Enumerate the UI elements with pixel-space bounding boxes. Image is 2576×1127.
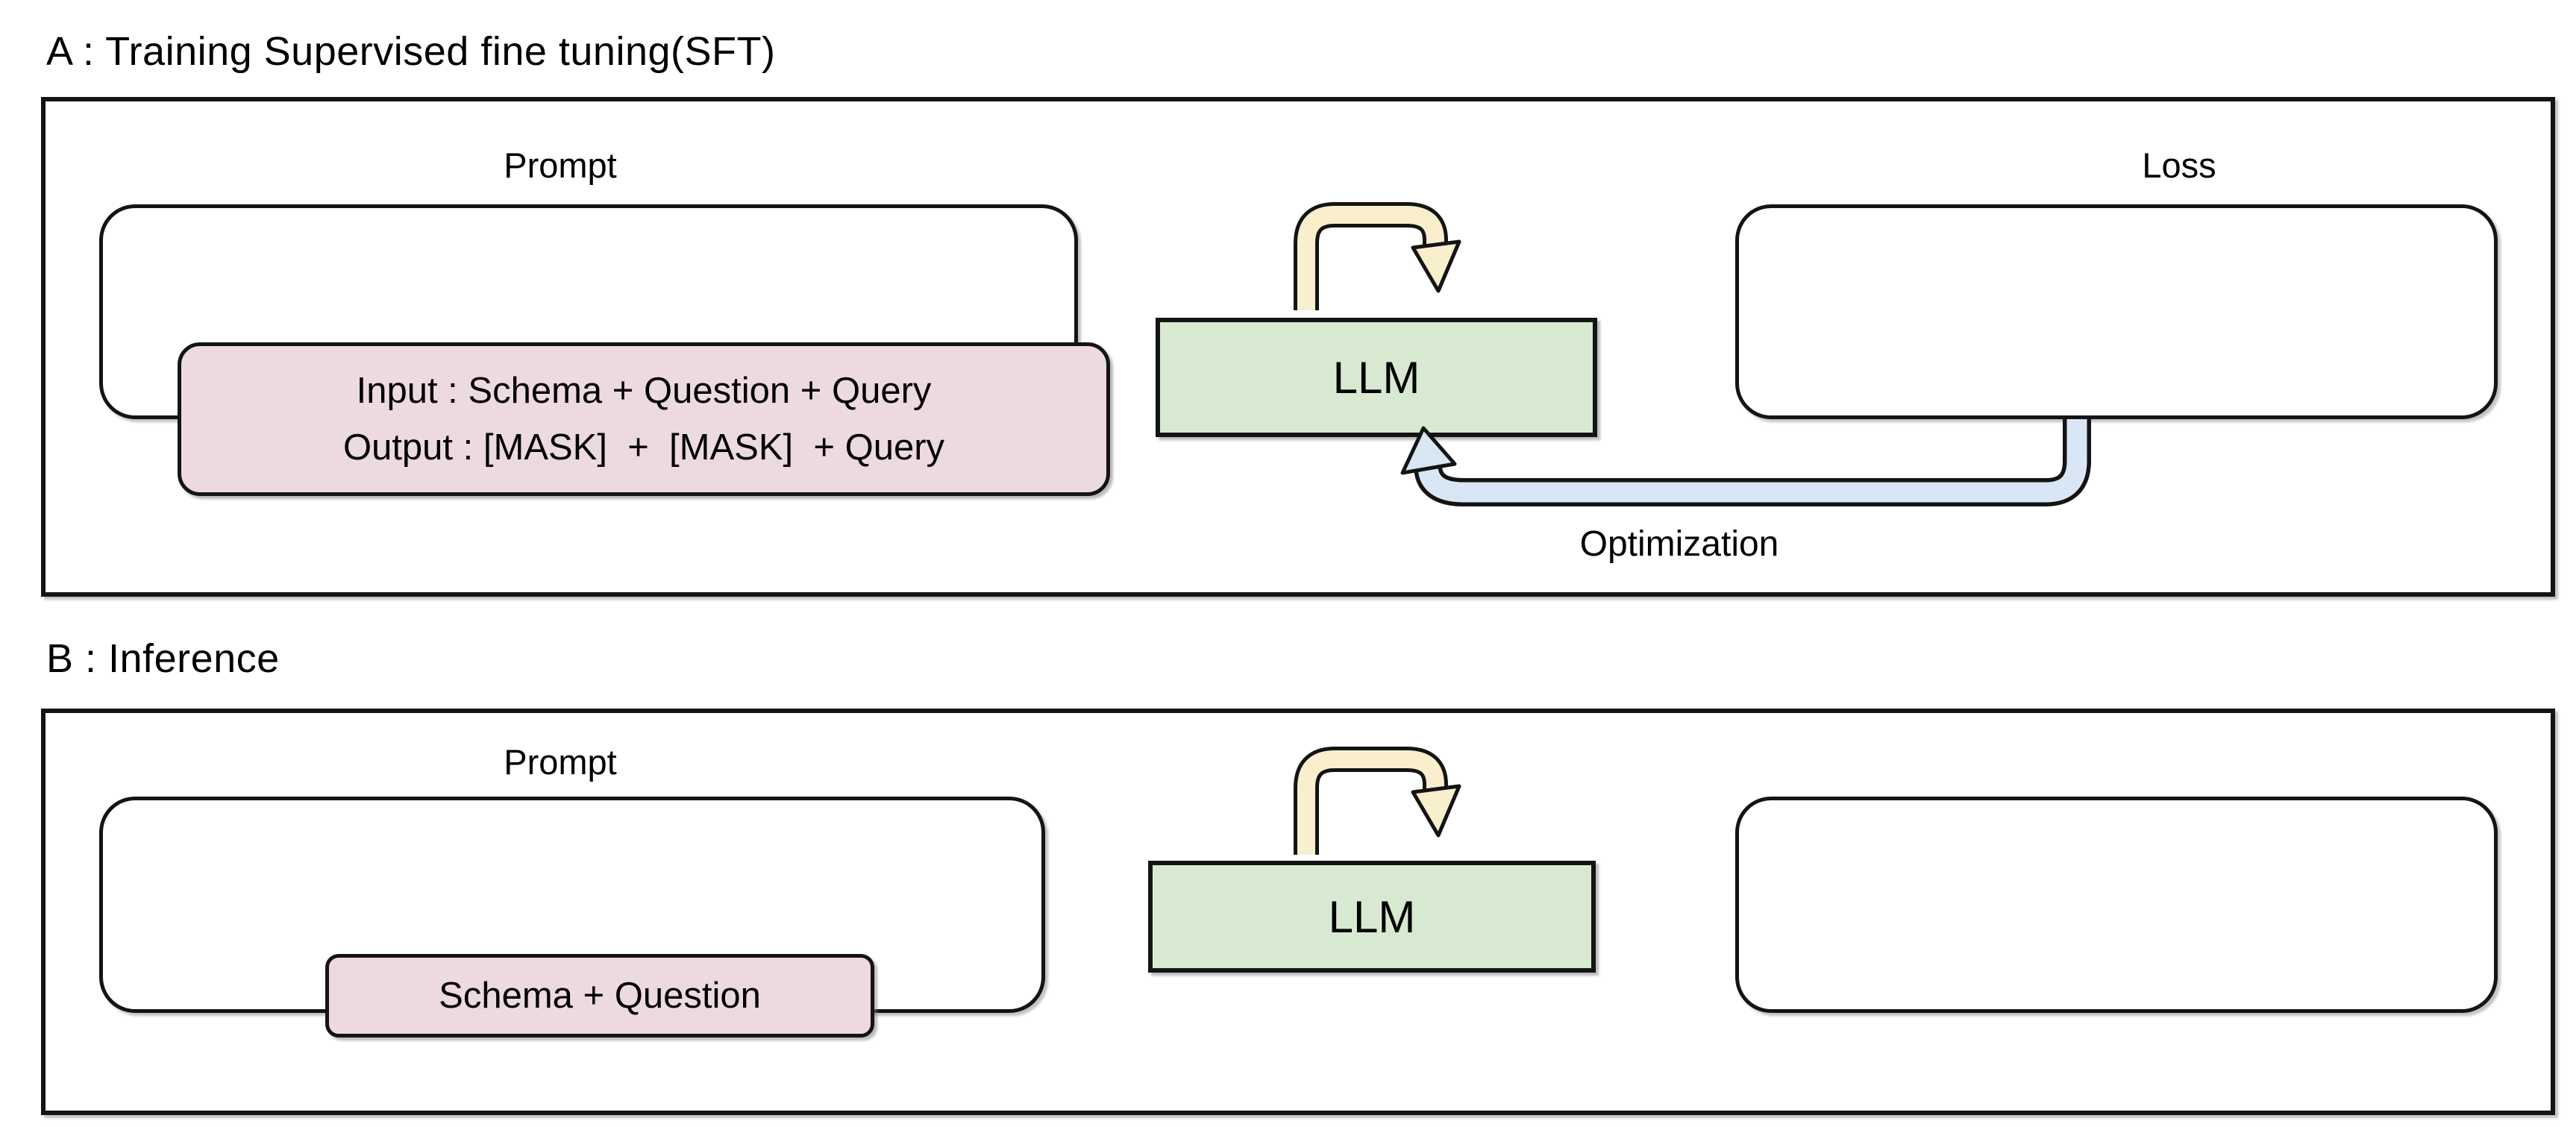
schema-question-box: Schema + Question <box>325 954 874 1037</box>
llm-box: LLM <box>1156 318 1597 437</box>
schema-question-text: Schema + Question <box>439 976 761 1016</box>
prompt-label: Prompt <box>504 742 617 782</box>
loop-arrow-icon <box>1294 747 1461 855</box>
section-a-panel: Prompt Input : Schema + Question + Query… <box>41 97 2555 597</box>
llm-label: LLM <box>1332 352 1420 403</box>
optimization-label: Optimization <box>1579 524 1779 564</box>
prompt-label: Prompt <box>504 145 617 185</box>
prompt-box-line1: Input : Schema + Question + Query <box>356 371 932 411</box>
loop-arrow-icon <box>1294 202 1461 310</box>
optimization-feedback-arrow-icon <box>1400 419 2091 506</box>
loss-label: Loss <box>2142 145 2216 185</box>
prompt-input-output-box: Input : Schema + Question + Query Output… <box>178 342 1110 496</box>
loss-container: Loss computed only on output Query <box>1735 204 2498 419</box>
prompt-container: Schema + Question <box>99 797 1045 1037</box>
prompt-container: Input : Schema + Question + Query Output… <box>99 204 1110 496</box>
section-b-title: B : Inference <box>46 636 280 681</box>
llm-box: LLM <box>1148 861 1596 973</box>
llm-label: LLM <box>1328 891 1416 942</box>
prompt-box-line2: Output : [MASK] + [MASK] + Query <box>342 427 945 468</box>
output-container: Output Query <box>1735 797 2498 1013</box>
section-b-panel: Prompt Schema + Question LLM Output Quer… <box>41 709 2555 1115</box>
section-a-title: A : Training Supervised fine tuning(SFT) <box>46 29 776 74</box>
